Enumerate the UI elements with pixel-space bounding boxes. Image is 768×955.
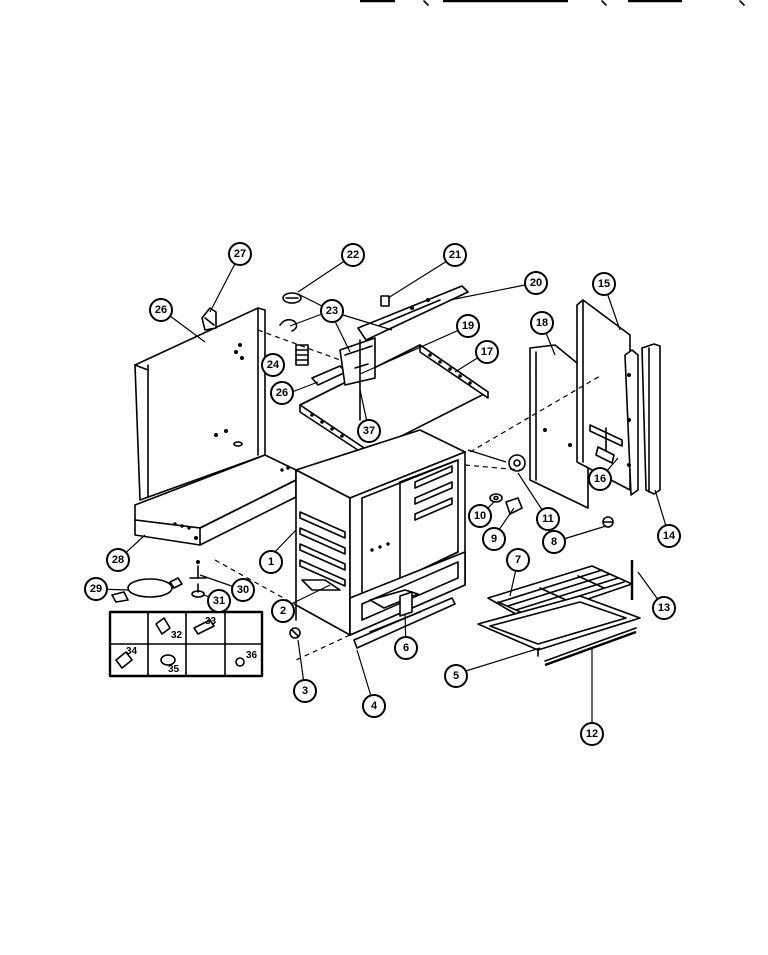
callout-10: 10 <box>468 504 492 528</box>
svg-text:5: 5 <box>453 670 459 682</box>
callout-18: 18 <box>530 311 554 335</box>
svg-text:3: 3 <box>302 685 308 697</box>
svg-text:15: 15 <box>598 278 610 290</box>
wire-part <box>279 318 298 332</box>
kit-label-35: 35 <box>168 664 180 675</box>
washer-part <box>489 493 503 503</box>
spring-clip <box>295 344 309 366</box>
callout-11: 11 <box>536 507 560 531</box>
leveling-leg <box>191 583 205 598</box>
screw-part <box>289 627 301 639</box>
knob-part <box>602 516 614 528</box>
callout-12: 12 <box>580 722 604 746</box>
callout-37: 37 <box>357 419 381 443</box>
callout-1: 1 <box>259 550 283 574</box>
svg-text:23: 23 <box>326 305 338 317</box>
svg-text:28: 28 <box>112 554 124 566</box>
svg-text:10: 10 <box>474 510 486 522</box>
left-side-panel <box>134 307 266 501</box>
svg-text:21: 21 <box>449 249 461 261</box>
oven-rack <box>487 565 633 621</box>
svg-text:26: 26 <box>276 387 288 399</box>
svg-text:16: 16 <box>594 473 606 485</box>
svg-text:8: 8 <box>551 536 557 548</box>
broiler-pan <box>477 595 641 657</box>
callout-14: 14 <box>657 524 681 548</box>
callout-31: 31 <box>207 589 231 613</box>
svg-text:29: 29 <box>90 583 102 595</box>
callout-29: 29 <box>84 577 108 601</box>
callout-17: 17 <box>475 340 499 364</box>
callout-30: 30 <box>231 578 255 602</box>
valve-part <box>380 295 390 307</box>
kick-panel <box>353 597 456 649</box>
svg-text:37: 37 <box>363 425 375 437</box>
callout-24: 24 <box>261 353 285 377</box>
svg-text:24: 24 <box>267 359 280 371</box>
svg-text:20: 20 <box>530 277 542 289</box>
callout-19: 19 <box>456 314 480 338</box>
back-side-panel <box>576 299 631 491</box>
svg-text:1: 1 <box>268 556 274 568</box>
svg-text:6: 6 <box>403 642 409 654</box>
svg-text:14: 14 <box>663 530 676 542</box>
grommet-part <box>508 454 526 472</box>
svg-text:7: 7 <box>515 554 521 566</box>
leveling-fitting <box>189 560 207 579</box>
alignment-lines <box>214 329 601 661</box>
callout-2: 2 <box>271 599 295 623</box>
callout-6: 6 <box>394 636 418 660</box>
svg-text:19: 19 <box>462 320 474 332</box>
svg-text:17: 17 <box>481 346 493 358</box>
svg-text:2: 2 <box>280 605 286 617</box>
callout-4: 4 <box>362 694 386 718</box>
callout-15: 15 <box>592 272 616 296</box>
callout-28: 28 <box>106 548 130 572</box>
svg-text:12: 12 <box>586 728 598 740</box>
kit-label-36: 36 <box>246 650 258 661</box>
trim-strip-12 <box>544 627 637 667</box>
top-bracket <box>201 307 217 331</box>
svg-text:31: 31 <box>213 595 225 607</box>
callout-5: 5 <box>444 664 468 688</box>
svg-text:26: 26 <box>155 304 167 316</box>
svg-text:22: 22 <box>347 249 359 261</box>
kit-label-34: 34 <box>126 646 138 657</box>
svg-text:9: 9 <box>491 533 497 545</box>
callout-3: 3 <box>293 679 317 703</box>
leader-lines <box>95 253 670 734</box>
kit-label-33: 33 <box>205 616 217 627</box>
top-manifold <box>357 285 469 341</box>
callout-26: 26 <box>149 298 173 322</box>
callout-26-lower: 26 <box>270 381 294 405</box>
svg-text:27: 27 <box>234 248 246 260</box>
power-cord <box>111 577 183 603</box>
kit-label-32: 32 <box>171 630 183 641</box>
callout-13: 13 <box>652 596 676 620</box>
plug-part <box>505 497 523 515</box>
svg-text:18: 18 <box>536 317 548 329</box>
trim-strips <box>624 343 661 496</box>
ignitor-part <box>282 292 302 304</box>
top-edge-marks <box>360 0 745 6</box>
callout-16: 16 <box>588 467 612 491</box>
callout-9: 9 <box>482 527 506 551</box>
callout-8: 8 <box>542 530 566 554</box>
svg-text:30: 30 <box>237 584 249 596</box>
callout-20: 20 <box>524 271 548 295</box>
svg-text:4: 4 <box>371 700 378 712</box>
svg-text:13: 13 <box>658 602 670 614</box>
callout-7: 7 <box>506 548 530 572</box>
bottom-panel <box>134 454 297 546</box>
callout-27: 27 <box>228 242 252 266</box>
callout-23: 23 <box>320 299 344 323</box>
callout-21: 21 <box>443 243 467 267</box>
top-frame <box>299 344 489 459</box>
parts-kit-box: 32 33 34 35 36 <box>108 610 264 678</box>
bracket-6 <box>369 589 419 617</box>
callout-22: 22 <box>341 243 365 267</box>
svg-text:11: 11 <box>542 513 554 525</box>
